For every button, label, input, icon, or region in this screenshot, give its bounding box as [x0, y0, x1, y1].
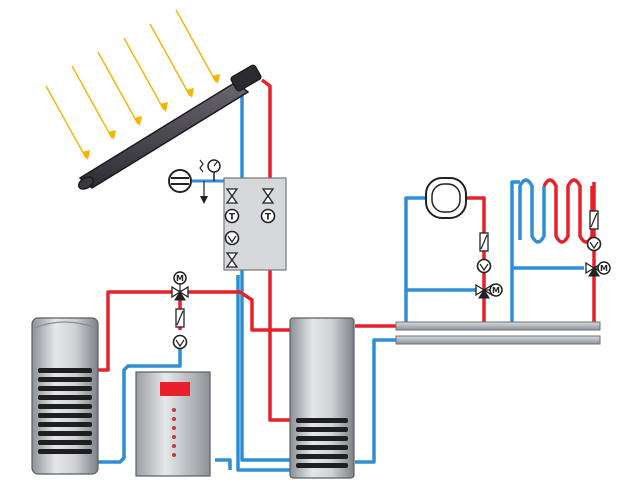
radiator-flow-pipe: [466, 196, 486, 326]
expansion-vessel: [168, 169, 232, 193]
motor-mixing-valve-icon: M: [585, 261, 611, 277]
heat-exchanger-coil: [38, 431, 92, 436]
check-valve-icon: [261, 188, 275, 204]
floor-return-pipe: [510, 180, 584, 270]
heat-exchanger-coil: [38, 440, 92, 445]
heat-exchanger-coil: [296, 454, 348, 459]
boiler: [135, 371, 211, 477]
thermometer-label: T: [229, 213, 236, 223]
indicator-dot: [172, 426, 176, 430]
buffer-storage-tank: [31, 317, 99, 475]
heat-exchanger-coil: [38, 413, 92, 418]
thermometer-icon: T: [224, 208, 240, 224]
pump-icon: [172, 334, 188, 350]
collector-return-pipe: [230, 86, 292, 462]
left-tank-return-pipe: [98, 345, 182, 464]
indicator-dot: [172, 435, 176, 439]
pump-icon: [586, 236, 602, 252]
thermometer-icon: T: [260, 208, 276, 224]
sun-ray: [71, 65, 116, 140]
sun-ray: [123, 37, 168, 112]
thermometer-label: T: [265, 213, 272, 223]
sun-ray: [149, 23, 194, 98]
motor-mixing-valve-icon: M: [171, 271, 189, 301]
radiator-return-pipe: [404, 196, 484, 292]
check-valve-icon: [225, 252, 239, 268]
solar-collector: [77, 64, 262, 190]
motor-label: M: [492, 286, 500, 295]
solar-storage-tank: [289, 317, 355, 479]
buffer-top-pipe: [98, 290, 292, 372]
heat-exchanger-coil: [296, 445, 348, 450]
sun-ray: [97, 51, 142, 126]
sun-rays: [45, 9, 220, 160]
heat-exchanger-coil: [38, 395, 92, 400]
check-valve-icon: [225, 188, 239, 204]
pressure-gauge-icon: [199, 159, 221, 204]
heat-exchanger-coil: [296, 418, 348, 423]
heat-exchanger-coil: [38, 368, 92, 373]
indicator-dot: [172, 444, 176, 448]
heat-exchanger-coil: [296, 463, 348, 468]
heat-exchanger-coil: [296, 427, 348, 432]
floor-heating-loop: [518, 178, 594, 244]
motor-mixing-valve-icon: M: [475, 283, 503, 299]
radiator-icon: [425, 177, 467, 219]
heat-exchanger-coil: [38, 404, 92, 409]
heat-exchanger-coil: [38, 449, 92, 454]
sun-ray: [45, 85, 90, 160]
flow-meter-icon: [589, 210, 599, 230]
boiler-control-panel: [160, 382, 190, 396]
indicator-dot: [172, 417, 176, 421]
boiler-return-pipe: [215, 458, 232, 470]
heat-exchanger-coil: [38, 422, 92, 427]
flow-meter-icon: [175, 308, 185, 328]
motor-label: M: [176, 274, 184, 283]
motor-label: M: [600, 264, 608, 273]
pump-icon: [224, 230, 240, 246]
heat-exchanger-coil: [38, 377, 92, 382]
indicator-dot: [172, 408, 176, 412]
heat-exchanger-coil: [38, 386, 92, 391]
flow-meter-icon: [479, 232, 489, 252]
indicator-dot: [172, 453, 176, 457]
pump-icon: [476, 258, 492, 274]
buffer-to-tank-cold-pipe: [236, 275, 292, 472]
sun-ray: [175, 9, 220, 84]
tank-to-manifold-cold-pipe: [355, 338, 398, 464]
boiler-indicator-dots: [172, 408, 176, 457]
heating-manifold: [395, 321, 601, 345]
heat-exchanger-coil: [296, 436, 348, 441]
